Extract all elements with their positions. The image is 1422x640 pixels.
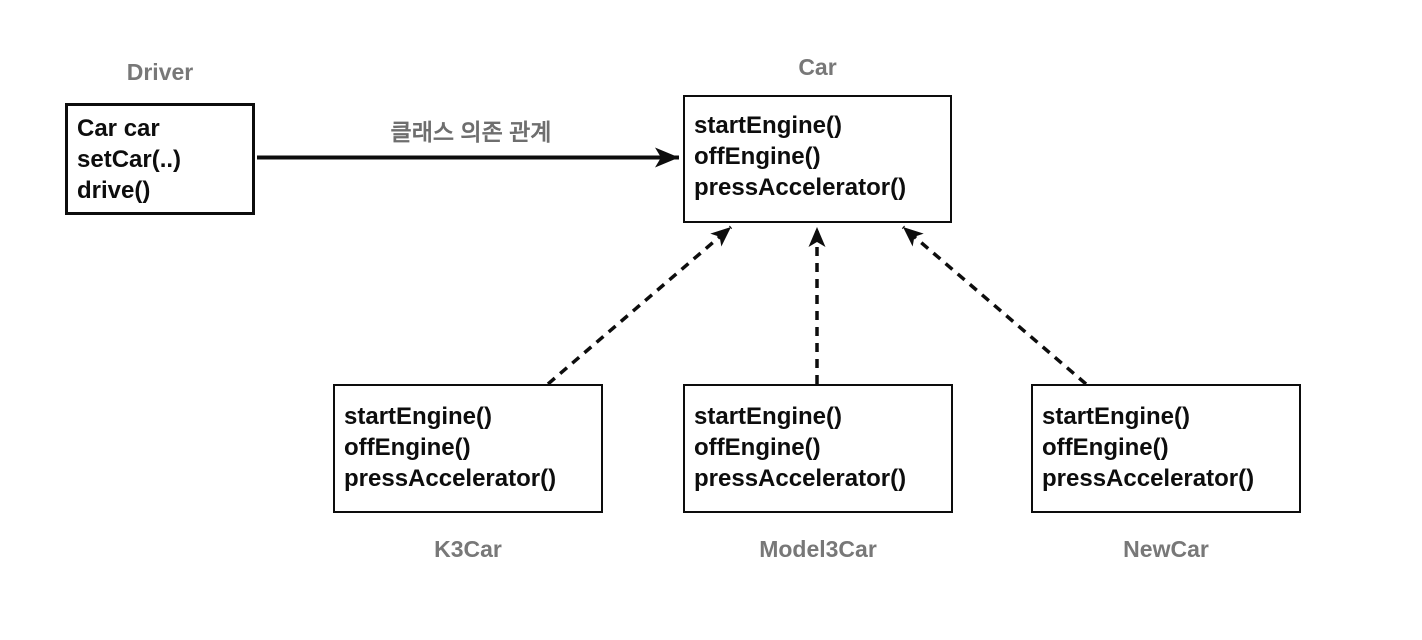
driver-member: setCar(..): [77, 146, 182, 173]
newcar-member: pressAccelerator(): [1042, 465, 1255, 492]
driver-class-title: Driver: [126, 59, 194, 85]
car-member: startEngine(): [694, 112, 843, 139]
k3car-to-car-arrow: [546, 225, 733, 386]
model3car-member: pressAccelerator(): [694, 465, 907, 492]
newcar-class-title: NewCar: [1123, 536, 1209, 562]
newcar-class-box: startEngine() offEngine() pressAccelerat…: [1031, 384, 1301, 513]
k3car-member: startEngine(): [344, 403, 493, 430]
k3car-class-title: K3Car: [434, 536, 502, 562]
newcar-member: offEngine(): [1042, 434, 1169, 461]
car-member: pressAccelerator(): [694, 174, 907, 201]
newcar-to-car-arrow: [901, 225, 1088, 386]
model3car-class-box: startEngine() offEngine() pressAccelerat…: [683, 384, 953, 513]
newcar-member: startEngine(): [1042, 403, 1191, 430]
model3car-class-title: Model3Car: [759, 536, 877, 562]
car-class-title: Car: [798, 54, 837, 80]
car-member: offEngine(): [694, 143, 821, 170]
model3car-member: offEngine(): [694, 434, 821, 461]
k3car-class-box: startEngine() offEngine() pressAccelerat…: [333, 384, 603, 513]
driver-class-box: Car car setCar(..) drive(): [65, 103, 255, 215]
model3car-member: startEngine(): [694, 403, 843, 430]
dependency-arrow-label: 클래스 의존 관계: [390, 119, 552, 145]
car-class-box: startEngine() offEngine() pressAccelerat…: [683, 95, 952, 223]
driver-member: Car car: [77, 115, 160, 142]
driver-member: drive(): [77, 177, 151, 204]
k3car-member: offEngine(): [344, 434, 471, 461]
k3car-member: pressAccelerator(): [344, 465, 557, 492]
